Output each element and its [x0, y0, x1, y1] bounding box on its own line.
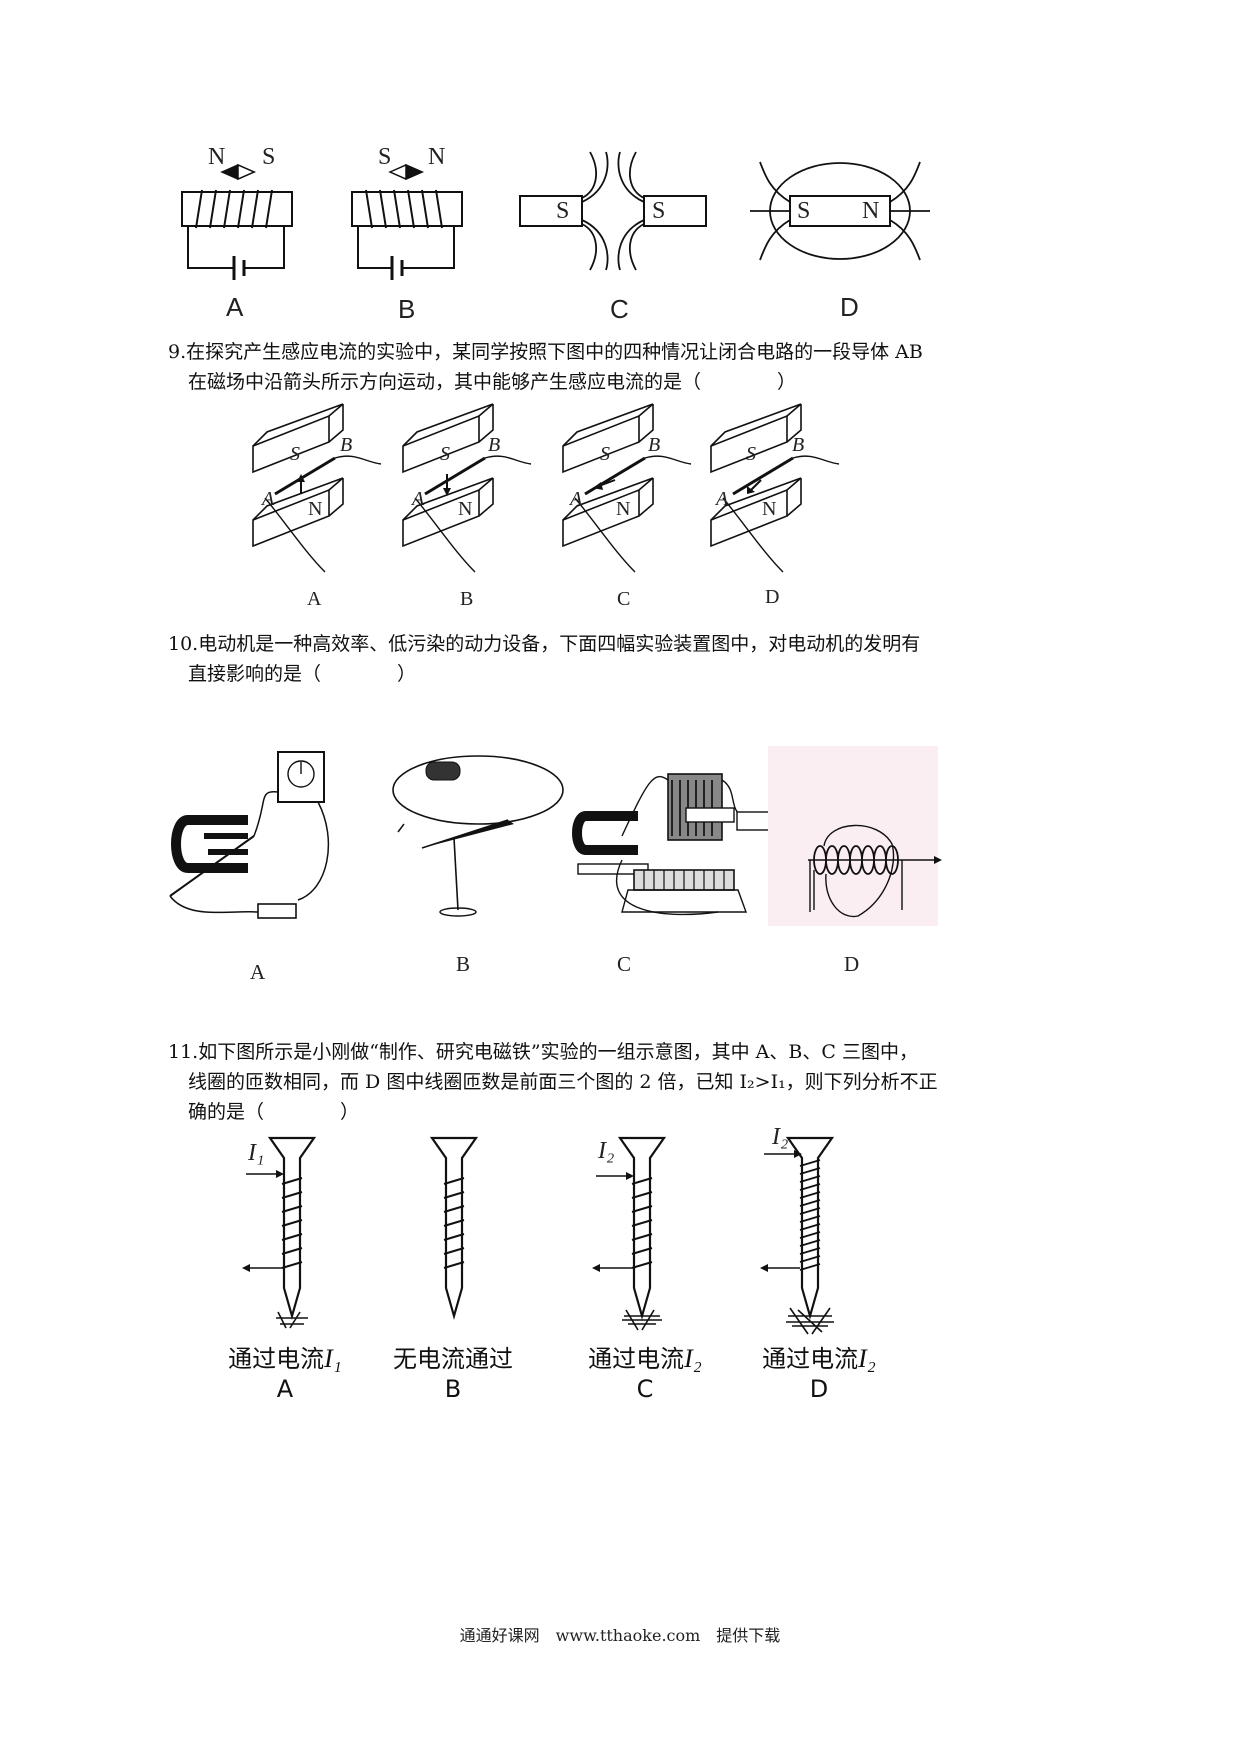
- q11-caption-b-text: 无电流通过: [393, 1345, 513, 1373]
- q9-pole-n-a: N: [308, 498, 323, 520]
- q11-caption-a-text: 通过电流: [228, 1345, 325, 1373]
- q11-caption-d-symbol: I₂: [858, 1344, 876, 1373]
- q9-end-b-b: B: [488, 434, 501, 456]
- q9-end-b-d: B: [792, 434, 805, 456]
- page-footer: 通通好课网 www.tthaoke.com 提供下载: [459, 1626, 781, 1645]
- q9-question-line1: 9.在探究产生感应电流的实验中，某同学按照下图中的四种情况让闭合电路的一段导体 …: [168, 341, 923, 363]
- q9-pole-n-d: N: [762, 498, 777, 520]
- q9-end-b-c: B: [648, 434, 661, 456]
- q9-pole-s-c: S: [600, 443, 610, 465]
- q11-nail-b: [430, 1136, 478, 1318]
- q11-nail-d: [760, 1136, 834, 1335]
- q8-compass-a-left: N: [208, 144, 226, 170]
- q11-label-a: A: [276, 1375, 294, 1403]
- q8-magnet-d: [750, 161, 930, 261]
- q11-nail-c: [592, 1136, 666, 1331]
- q9-label-b: B: [460, 588, 474, 610]
- q8-label-d: D: [840, 292, 859, 322]
- q11-caption-c-text: 通过电流: [588, 1345, 685, 1373]
- q9-pole-s-b: S: [440, 443, 450, 465]
- q11-caption-a: 通过电流I₁ A: [200, 1344, 370, 1404]
- q11-caption-b: 无电流通过 B: [368, 1344, 538, 1404]
- q8-figure-row: [181, 151, 930, 280]
- q8-compass-a-right: S: [262, 144, 276, 170]
- q9-label-c: C: [617, 588, 631, 610]
- q11-caption-d-text: 通过电流: [762, 1345, 859, 1373]
- q10-fig-c-motor-setup: [572, 773, 788, 916]
- q10-question-line1: 10.电动机是一种高效率、低污染的动力设备，下面四幅实验装置图中，对电动机的发明…: [168, 633, 921, 655]
- q10-fig-d-solenoid-hand: [768, 746, 942, 926]
- q9-fig-c: [561, 402, 693, 574]
- q11-question-line2: 线圈的匝数相同，而 D 图中线圈匝数是前面三个图的 2 倍，已知 I₂>I₁，则…: [188, 1071, 938, 1093]
- q8-magnet-c-right-pole: S: [652, 198, 666, 224]
- q8-label-c: C: [610, 294, 629, 324]
- q9-fig-a: [251, 402, 383, 574]
- q9-fig-b: [401, 402, 533, 574]
- q10-fig-a-galvanometer-setup: [169, 751, 330, 919]
- q9-question-line2: 在磁场中沿箭头所示方向运动，其中能够产生感应电流的是（ ）: [188, 371, 797, 393]
- q9-end-a-d: A: [716, 488, 729, 510]
- q9-figure-row: [251, 402, 841, 574]
- q8-label-a: A: [226, 292, 244, 322]
- q10-label-a: A: [250, 960, 266, 984]
- q9-pole-s-a: S: [290, 443, 300, 465]
- q9-end-b-a: B: [340, 434, 353, 456]
- q9-pole-n-b: N: [458, 498, 473, 520]
- q9-end-a-c: A: [570, 488, 583, 510]
- q11-label-d: D: [809, 1375, 829, 1403]
- q10-fig-b-oersted-setup: [392, 755, 564, 917]
- q10-figure-row: [169, 746, 942, 926]
- q9-label-d: D: [765, 586, 780, 608]
- q11-caption-c-symbol: I₂: [684, 1344, 702, 1373]
- q10-question-line2: 直接影响的是（ ）: [188, 663, 417, 685]
- q8-solenoid-b: [351, 163, 463, 280]
- q9-fig-d: [709, 402, 841, 574]
- q9-end-a-a: A: [262, 488, 275, 510]
- q11-question-line1: 11.如下图所示是小刚做“制作、研究电磁铁”实验的一组示意图，其中 A、B、C …: [168, 1041, 918, 1063]
- q11-caption-a-symbol: I₁: [324, 1344, 342, 1373]
- q11-current-arrow-label-c: I₂: [598, 1138, 615, 1164]
- q8-compass-b-left: S: [378, 144, 392, 170]
- q11-figure-row: [242, 1136, 834, 1335]
- q10-label-c: C: [617, 952, 632, 976]
- q11-current-arrow-label-d: I₂: [772, 1124, 789, 1150]
- q9-label-a: A: [307, 588, 322, 610]
- q8-magnet-d-left-pole: S: [797, 198, 811, 224]
- q11-nail-a: [242, 1136, 316, 1329]
- q9-pole-n-c: N: [616, 498, 631, 520]
- q11-current-arrow-label-a: I₁: [248, 1140, 265, 1166]
- q11-label-c: C: [636, 1375, 654, 1403]
- q8-compass-b-right: N: [428, 144, 446, 170]
- q10-label-d: D: [844, 952, 860, 976]
- q9-pole-s-d: S: [746, 443, 756, 465]
- q10-label-b: B: [456, 952, 471, 976]
- q11-question-line3: 确的是（ ）: [188, 1101, 360, 1123]
- q11-caption-d: 通过电流I₂ D: [734, 1344, 904, 1404]
- q8-solenoid-a: [181, 163, 293, 280]
- q8-magnet-d-right-pole: N: [862, 198, 880, 224]
- q8-magnets-c: [519, 151, 707, 271]
- q9-end-a-b: A: [412, 488, 425, 510]
- q11-caption-c: 通过电流I₂ C: [560, 1344, 730, 1404]
- q8-label-b: B: [398, 294, 416, 324]
- q11-label-b: B: [444, 1375, 462, 1403]
- q8-magnet-c-left-pole: S: [556, 198, 570, 224]
